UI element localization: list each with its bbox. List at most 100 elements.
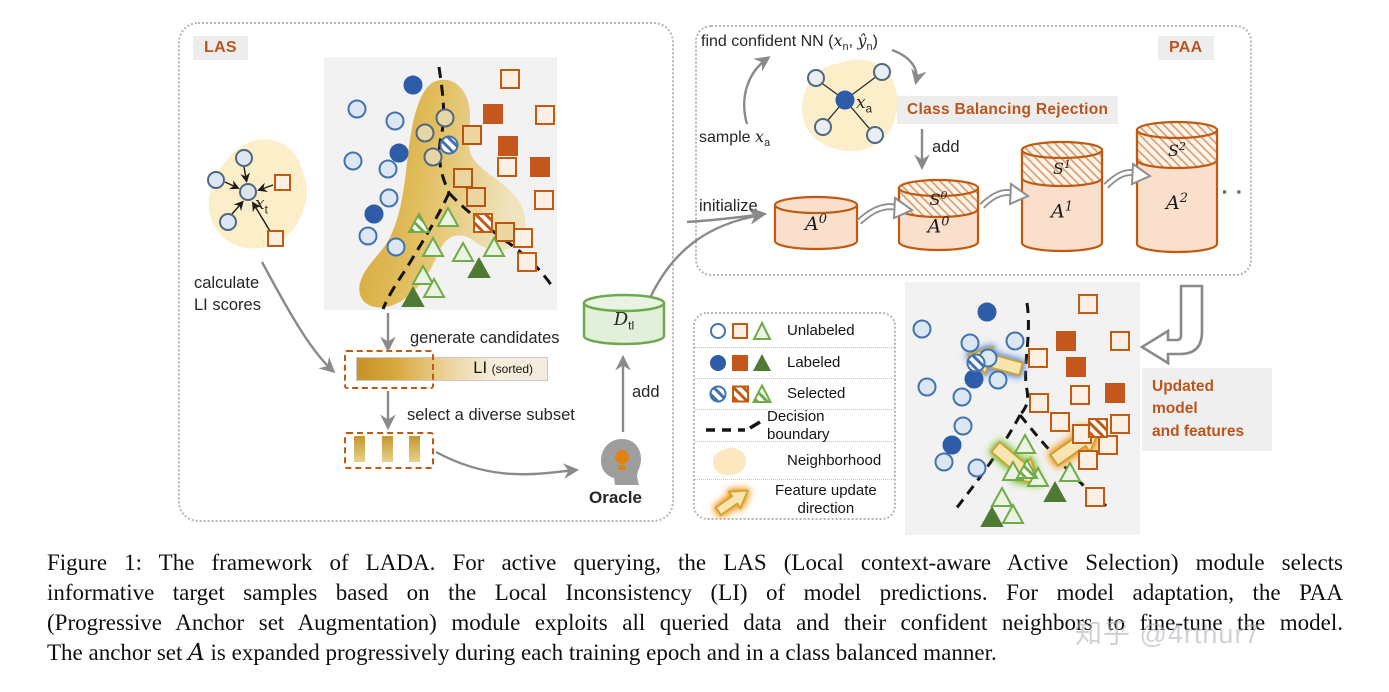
las-markers — [343, 69, 555, 307]
marker-s-tan — [462, 125, 482, 145]
updated-model-label: Updated model and features — [1142, 368, 1272, 452]
marker-s-open — [1098, 435, 1118, 455]
marker-s-open — [1085, 487, 1105, 507]
marker-s-open — [1028, 348, 1048, 368]
marker-s-open — [1110, 414, 1130, 434]
labeled-icons — [705, 352, 787, 374]
marker-c-open — [386, 237, 406, 257]
marker-c-open — [960, 333, 980, 353]
feature-update-arrow-icon — [705, 481, 775, 519]
marker-c-filled — [977, 302, 997, 322]
labeled-triangle-icon — [753, 354, 771, 371]
marker-s-tan — [453, 168, 473, 188]
marker-s-tan — [495, 222, 515, 242]
selected-circle-icon — [709, 385, 727, 403]
marker-s-filled — [1066, 357, 1086, 377]
marker-t-filled — [980, 505, 1004, 527]
marker-t-filled — [401, 285, 425, 307]
updated-model-big-arrow — [1139, 284, 1204, 366]
marker-t-sel — [407, 211, 431, 233]
sample-xa-text: sample xa — [699, 127, 771, 150]
lightbulb-icon — [615, 450, 629, 464]
boundary-icon — [705, 417, 767, 435]
caption-line-2: informative target samples based on the … — [47, 580, 1343, 605]
marker-c-filled — [389, 143, 409, 163]
subset-box — [344, 432, 434, 469]
paa-panel — [695, 25, 1252, 276]
oracle-label: Oracle — [589, 488, 642, 507]
class-balancing-rejection-label: Class Balancing Rejection — [897, 96, 1119, 124]
marker-s-open — [534, 190, 554, 210]
marker-t-open — [1001, 502, 1025, 524]
legend-row-feature-update: Feature update direction — [695, 480, 894, 519]
marker-c-filled — [964, 369, 984, 389]
marker-s-open — [1078, 294, 1098, 314]
marker-s-sel — [473, 213, 493, 233]
initialize-label: initialize — [699, 197, 758, 215]
legend-row-unlabeled: Unlabeled — [695, 314, 894, 348]
decision-boundary-updated — [953, 302, 1108, 511]
marker-c-open — [912, 319, 932, 339]
marker-c-open — [379, 188, 399, 208]
marker-s-open — [1078, 450, 1098, 470]
marker-t-open — [1058, 460, 1082, 482]
legend-label: Neighborhood — [787, 451, 882, 469]
las-neighborhood-inset — [207, 139, 307, 249]
marker-t-open — [451, 240, 475, 262]
marker-s-filled — [1056, 331, 1076, 351]
li-bar-label: LI (sorted) — [473, 359, 533, 378]
marker-s-filled — [1105, 383, 1125, 403]
knn-nodes — [207, 149, 291, 247]
marker-t-open — [421, 235, 445, 257]
caption-line-1: Figure 1: The framework of LADA. For act… — [47, 550, 1343, 575]
marker-t-open — [436, 205, 460, 227]
marker-c-open — [378, 159, 398, 179]
marker-s-filled — [530, 157, 550, 177]
selected-square-icon — [732, 385, 749, 403]
marker-c-open — [953, 416, 973, 436]
legend-label: Feature update direction — [775, 481, 877, 517]
dtl-label: Dtl — [613, 309, 635, 333]
add-label-paa: add — [932, 138, 960, 156]
marker-t-filled — [467, 256, 491, 278]
marker-t-open — [482, 235, 506, 257]
select-subset-text: select a diverse subset — [407, 406, 575, 424]
marker-c-sel — [966, 353, 986, 373]
legend-label: Selected — [787, 385, 846, 402]
legend-label: Decision boundary — [767, 407, 830, 443]
knn-arrows — [224, 166, 274, 232]
marker-s-open — [517, 252, 537, 272]
selected-icons — [705, 383, 787, 405]
candidate-window-box — [344, 350, 434, 389]
subset-bar — [409, 436, 420, 462]
marker-s-open — [500, 69, 520, 89]
subset-bar — [354, 436, 365, 462]
li-label-note: (sorted) — [491, 362, 533, 376]
dtl-cylinder — [582, 293, 666, 346]
marker-s-open — [1029, 393, 1049, 413]
marker-s-open — [535, 105, 555, 125]
marker-c-open — [917, 377, 937, 397]
xt-label: xt — [255, 194, 268, 217]
subset-bar — [382, 436, 393, 462]
marker-s-filled — [498, 136, 518, 156]
caption-line-4: The anchor set A is expanded progressive… — [47, 640, 997, 666]
marker-c-open — [347, 99, 367, 119]
ellipsis-dots: ▪ ▪ ▪ — [1208, 184, 1245, 199]
updated-markers — [912, 294, 1130, 527]
xa-label: xa — [856, 93, 873, 116]
marker-s-open — [513, 228, 533, 248]
legend-row-selected: Selected — [695, 379, 894, 410]
marker-c-tan — [435, 108, 455, 128]
legend-row-neighborhood: Neighborhood — [695, 442, 894, 480]
marker-c-filled — [942, 435, 962, 455]
legend: Unlabeled Labeled Selected — [693, 312, 896, 520]
marker-c-open — [385, 111, 405, 131]
legend-label: Unlabeled — [787, 321, 855, 339]
marker-c-open — [952, 387, 972, 407]
add-label-las: add — [632, 383, 660, 401]
las-panel-title: LAS — [193, 36, 248, 60]
marker-t-open — [422, 276, 446, 298]
li-label-main: LI — [473, 359, 488, 377]
